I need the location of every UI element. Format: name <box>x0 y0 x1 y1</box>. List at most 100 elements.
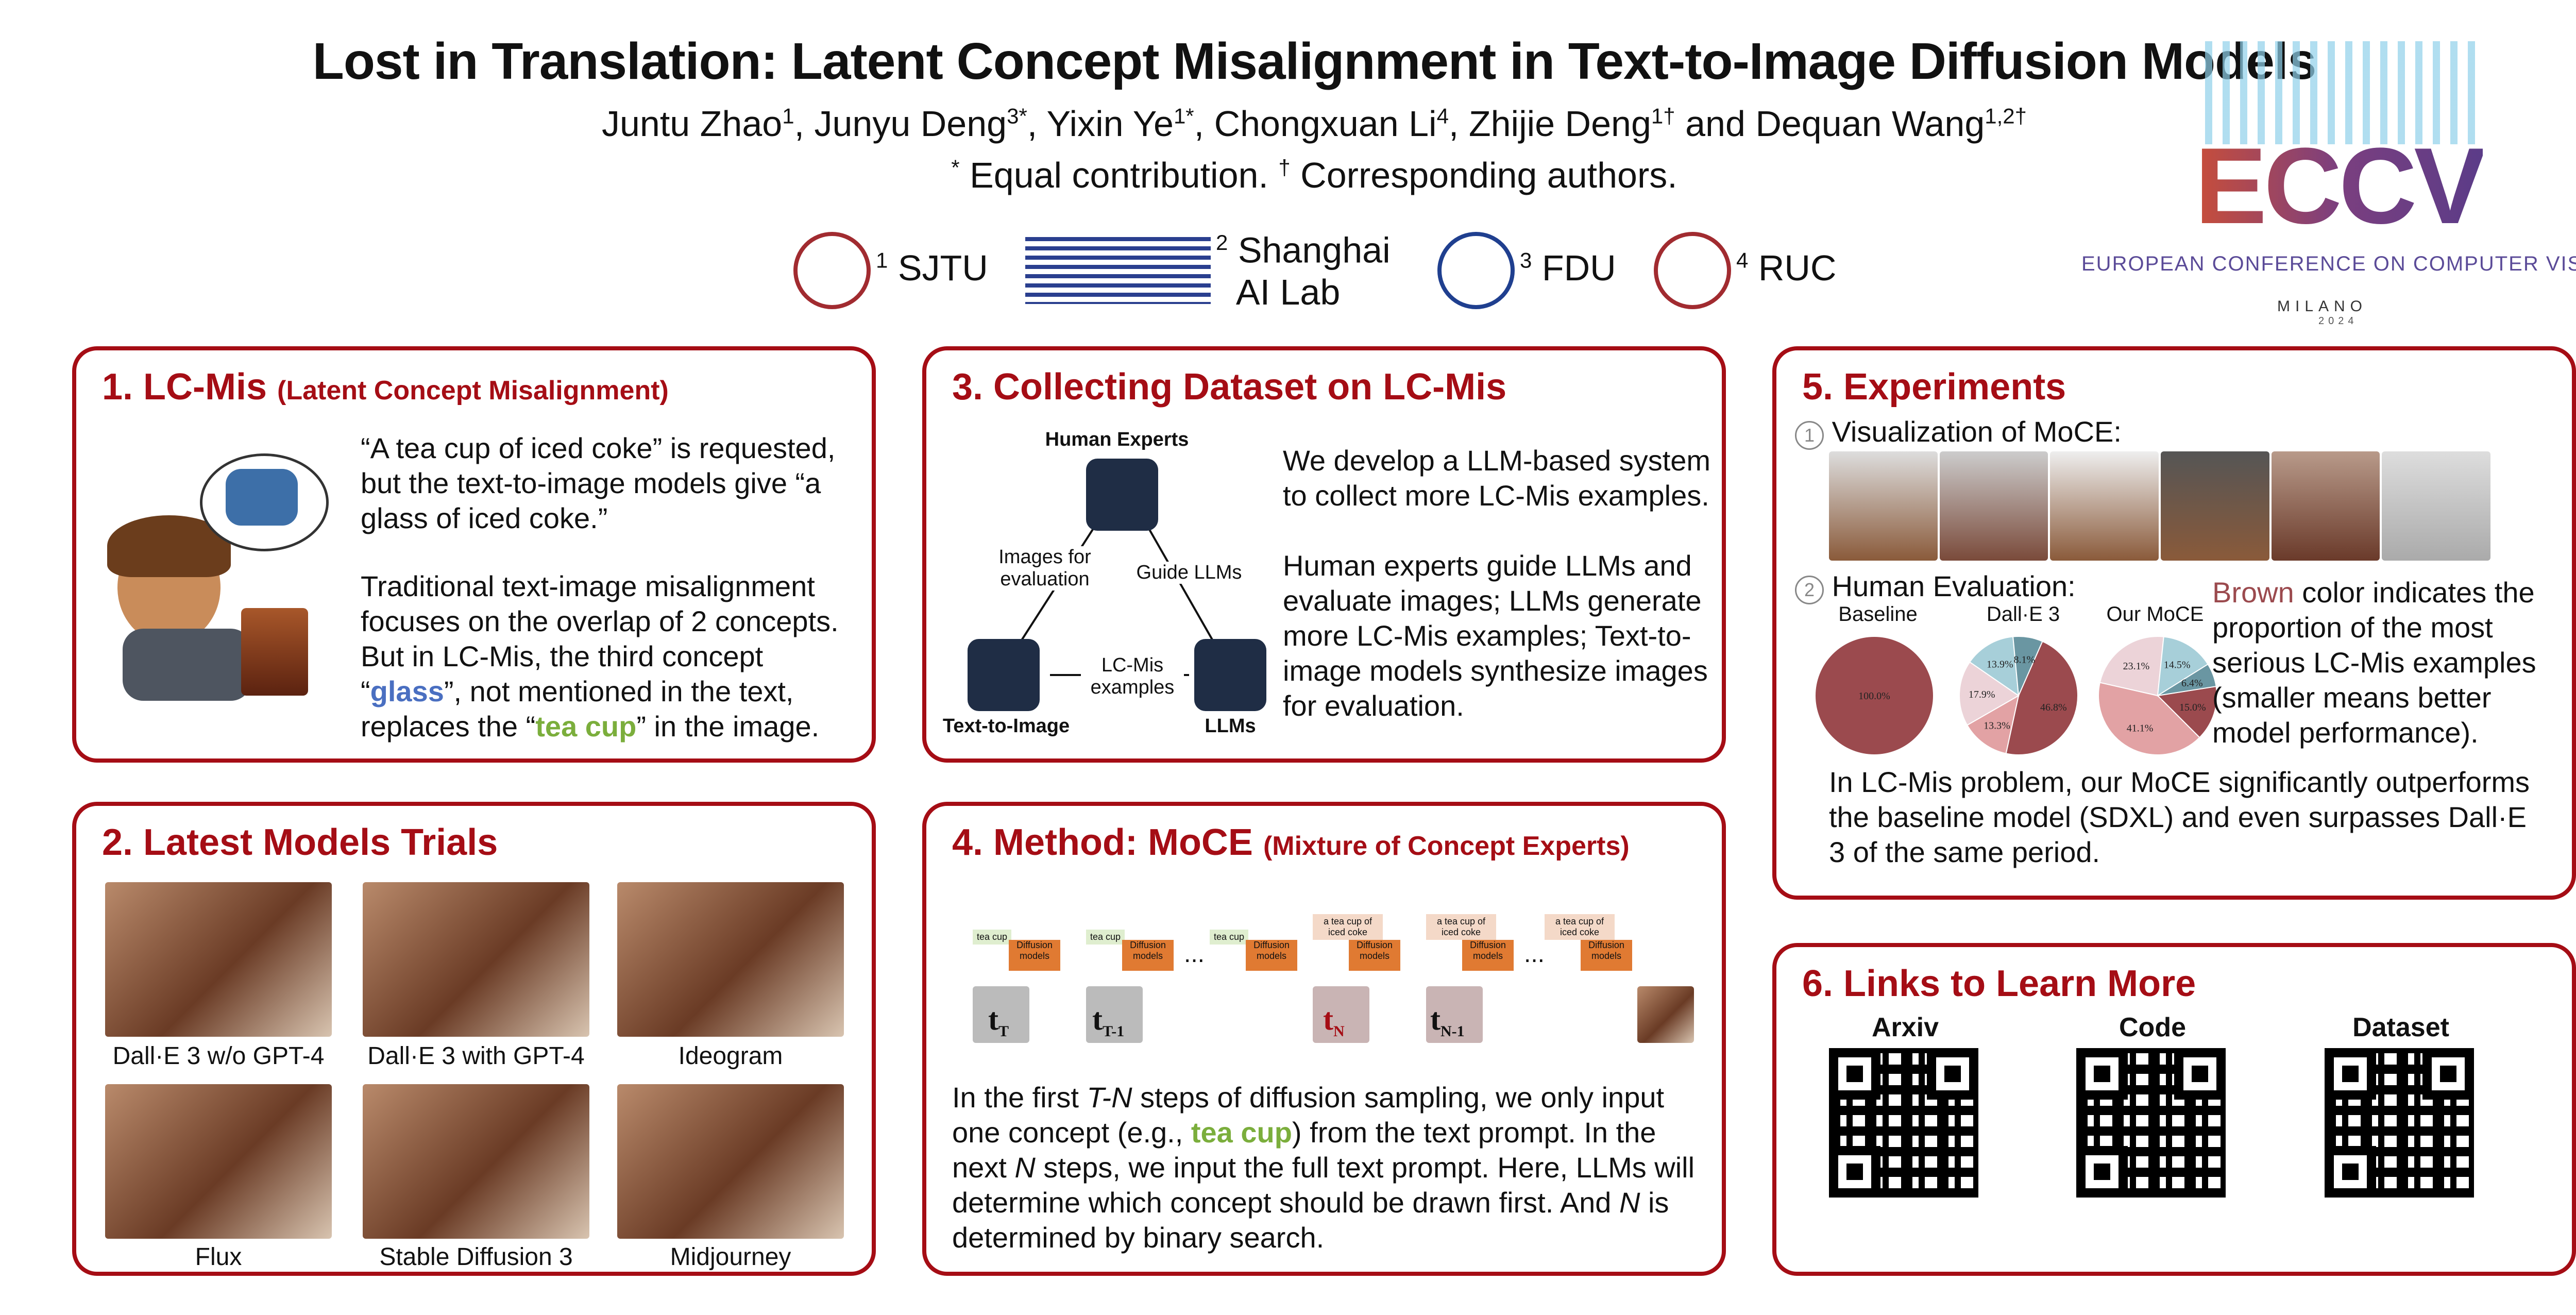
panel-title: 2. Latest Models Trials <box>102 822 498 863</box>
human-experts-label: Human Experts <box>1045 429 1189 450</box>
guide-llms-label: Guide LLMs <box>1127 562 1251 584</box>
contribution-note: * Equal contribution. † Corresponding au… <box>951 155 1677 195</box>
author: Zhijie Deng <box>1468 104 1651 144</box>
pie-slice-label: 13.3% <box>1984 720 2010 732</box>
pie-slice-label: 15.0% <box>2179 702 2206 713</box>
noisy-latent <box>1086 986 1143 1043</box>
robot-icon <box>1194 639 1266 711</box>
affiliation-sjtu: 1 SJTU <box>876 248 988 288</box>
pie-slice <box>1959 661 2020 726</box>
panel-title: 1. LC-Mis (Latent Concept Misalignment) <box>102 366 669 408</box>
trial-image <box>617 1084 844 1239</box>
panel-lc-mis: 1. LC-Mis (Latent Concept Misalignment) … <box>72 346 876 763</box>
step-label: tT-1 <box>1092 1002 1125 1040</box>
lc-mis-example: “A tea cup of iced coke” is requested, b… <box>361 432 836 534</box>
affiliation-shanghai-ai-lab: 2 Shanghai AI Lab <box>1216 230 1391 313</box>
prompt-chip-full: a tea cup of iced coke <box>1426 914 1496 940</box>
diffusion-model-block: Diffusion models <box>1009 940 1060 971</box>
panel-links: 6. Links to Learn More Arxiv Code Datase… <box>1772 943 2576 1276</box>
noisy-latent <box>1426 986 1483 1043</box>
lc-mis-explanation: Traditional text-image misalignment focu… <box>361 570 839 743</box>
model-caption: Ideogram <box>678 1042 783 1070</box>
paintbrush-icon <box>968 639 1040 711</box>
dataset-qr-code[interactable] <box>2325 1048 2474 1198</box>
pie-legend-note: Brown color indicates the proportion of … <box>2212 576 2536 749</box>
panel-title: 6. Links to Learn More <box>1802 963 2196 1004</box>
trial-image <box>363 1084 589 1239</box>
pie-slice <box>2005 640 2078 755</box>
dataset-intro: We develop a LLM-based system to collect… <box>1283 444 1711 512</box>
diffusion-model-block: Diffusion models <box>1246 940 1297 971</box>
panel-title: 4. Method: MoCE (Mixture of Concept Expe… <box>952 822 1630 863</box>
eccv-skyline <box>2205 41 2483 144</box>
pie-slice-label: 6.4% <box>2181 678 2203 689</box>
pie-slice-label: 14.5% <box>2164 659 2191 670</box>
arxiv-qr-code[interactable] <box>1829 1048 1978 1198</box>
moce-visualization-strip <box>1829 451 2491 561</box>
fdu-logo <box>1437 232 1515 309</box>
human-evaluation-heading: 2 Human Evaluation: <box>1795 569 2076 604</box>
prompt-chip-full: a tea cup of iced coke <box>1545 914 1615 940</box>
author: Yixin Ye <box>1046 104 1174 144</box>
model-caption: Midjourney <box>670 1243 791 1271</box>
prompt-chip: tea cup <box>1210 930 1249 945</box>
human-evaluation-pie-charts: 100.0%46.8%13.3%17.9%13.9%8.1%15.0%41.1%… <box>1815 636 2217 755</box>
pie-title: Baseline <box>1838 603 1918 626</box>
moce-sample-image <box>1939 451 2048 561</box>
pie-slice <box>2156 685 2217 738</box>
pie-slice <box>2157 663 2217 696</box>
eccv-logo-text: ECCV <box>2195 124 2486 248</box>
ellipsis: ... <box>1524 940 1545 968</box>
panel-title: 5. Experiments <box>1802 366 2066 408</box>
affiliation-ruc: 4 RUC <box>1736 248 1837 288</box>
prompt-chip: tea cup <box>973 930 1012 945</box>
diffusion-model-block: Diffusion models <box>1122 940 1174 971</box>
author: Chongxuan Li <box>1214 104 1437 144</box>
pie-slice-label: 41.1% <box>2127 722 2154 734</box>
pie-slice-label: 100.0% <box>1858 690 1890 702</box>
diffusion-model-block: Diffusion models <box>1462 940 1514 971</box>
dataset-description: Human experts guide LLMs and evaluate im… <box>1283 549 1708 722</box>
noisy-latent <box>973 986 1029 1043</box>
panel-experiments: 5. Experiments 1 Visualization of MoCE: … <box>1772 346 2576 900</box>
diffusion-model-block: Diffusion models <box>1581 940 1632 971</box>
eccv-full-name: EUROPEAN CONFERENCE ON COMPUTER VISION <box>2081 252 2576 275</box>
step-label: tN <box>1323 1002 1345 1040</box>
visualization-heading: 1 Visualization of MoCE: <box>1795 414 2122 450</box>
text-to-image-label: Text-to-Image <box>942 715 1070 737</box>
boy-illustration <box>107 453 329 701</box>
moce-diagram: tea cup Diffusion models tT tea cup Diff… <box>957 899 1699 1053</box>
pie-slice-label: 46.8% <box>2040 702 2067 713</box>
noisy-latent <box>1313 986 1369 1043</box>
llms-label: LLMs <box>1205 715 1256 737</box>
arxiv-label: Arxiv <box>1871 1013 1939 1042</box>
prompt-chip-full: a tea cup of iced coke <box>1313 914 1383 940</box>
panel-dataset: 3. Collecting Dataset on LC-Mis Human Ex… <box>922 346 1726 763</box>
moce-sample-image <box>2382 451 2491 561</box>
code-qr-code[interactable] <box>2076 1048 2226 1198</box>
model-caption: Dall·E 3 w/o GPT-4 <box>112 1042 325 1070</box>
trial-image <box>617 882 844 1037</box>
eccv-year: 2024 <box>2318 315 2358 327</box>
sjtu-logo <box>793 232 871 309</box>
model-caption: Flux <box>195 1243 242 1271</box>
pie-slice <box>1815 636 1934 755</box>
step-label: tT <box>988 1002 1009 1040</box>
panel-title: 3. Collecting Dataset on LC-Mis <box>952 366 1507 408</box>
author-list: Juntu Zhao1, Junyu Deng3*, Yixin Ye1*, C… <box>601 104 2027 144</box>
ruc-logo <box>1654 232 1731 309</box>
pie-title: Our MoCE <box>2106 603 2204 626</box>
trial-image <box>105 1084 332 1239</box>
panel-model-trials: 2. Latest Models Trials Dall·E 3 w/o GPT… <box>72 802 876 1276</box>
model-caption: Stable Diffusion 3 <box>379 1243 573 1271</box>
moce-sample-image <box>2161 451 2269 561</box>
author: Juntu Zhao <box>601 104 783 144</box>
trial-image <box>363 882 589 1037</box>
experiment-conclusion: In LC-Mis problem, our MoCE significantl… <box>1829 766 2530 868</box>
output-image <box>1637 986 1694 1043</box>
author: Junyu Deng <box>814 104 1007 144</box>
pie-slice <box>2099 636 2164 697</box>
pie-slice-label: 17.9% <box>1969 689 1995 700</box>
